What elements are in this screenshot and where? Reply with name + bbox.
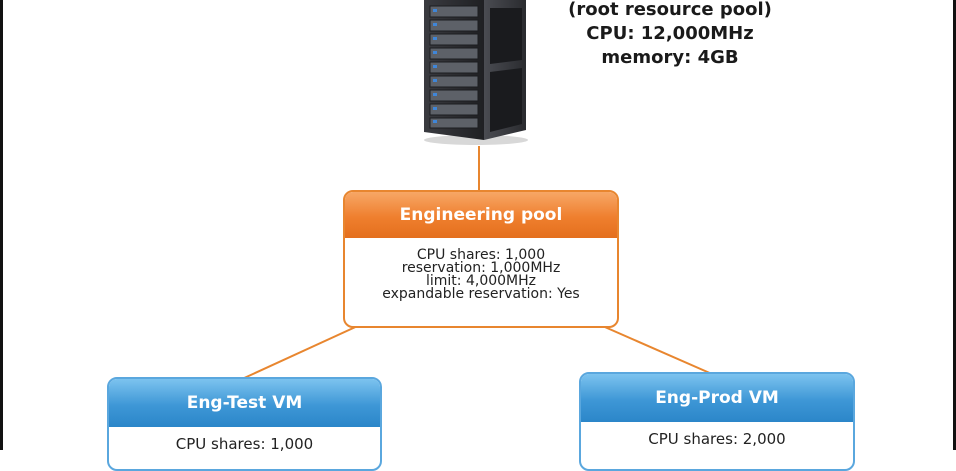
left-frame-border (0, 0, 3, 450)
engineering-pool-box: Engineering pool CPU shares: 1,000 reser… (343, 190, 619, 328)
eng-test-vm-box: Eng-Test VM CPU shares: 1,000 (107, 377, 382, 471)
eng-test-vm-details: CPU shares: 1,000 (109, 427, 380, 453)
eng-test-vm-cpu-shares: CPU shares: 1,000 (175, 435, 314, 453)
connector-pool-to-prod (597, 323, 713, 375)
pool-limit: limit: 4,000MHz (426, 273, 536, 289)
eng-prod-vm-title: Eng-Prod VM (581, 374, 853, 422)
pool-cpu-shares: CPU shares: 1,000 (416, 247, 546, 263)
eng-test-vm-title: Eng-Test VM (109, 379, 380, 427)
root-pool-memory: memory: 4GB (601, 47, 739, 68)
connector-lines (241, 146, 713, 380)
connector-pool-to-test (241, 323, 363, 380)
pool-reservation: reservation: 1,000MHz (401, 260, 561, 276)
right-frame-border (953, 0, 956, 450)
eng-prod-vm-box: Eng-Prod VM CPU shares: 2,000 (579, 372, 855, 471)
engineering-pool-details: CPU shares: 1,000 reservation: 1,000MHz … (345, 238, 617, 301)
server-rack-icon (424, 0, 528, 145)
pool-expandable-reservation: expandable reservation: Yes (382, 286, 580, 302)
root-pool-cpu: CPU: 12,000MHz (586, 23, 754, 44)
root-resource-pool-label: (root resource pool) CPU: 12,000MHz memo… (540, 0, 800, 70)
root-pool-name: (root resource pool) (568, 0, 772, 20)
eng-prod-vm-details: CPU shares: 2,000 (581, 422, 853, 448)
eng-prod-vm-cpu-shares: CPU shares: 2,000 (648, 430, 786, 448)
engineering-pool-title: Engineering pool (345, 192, 617, 238)
